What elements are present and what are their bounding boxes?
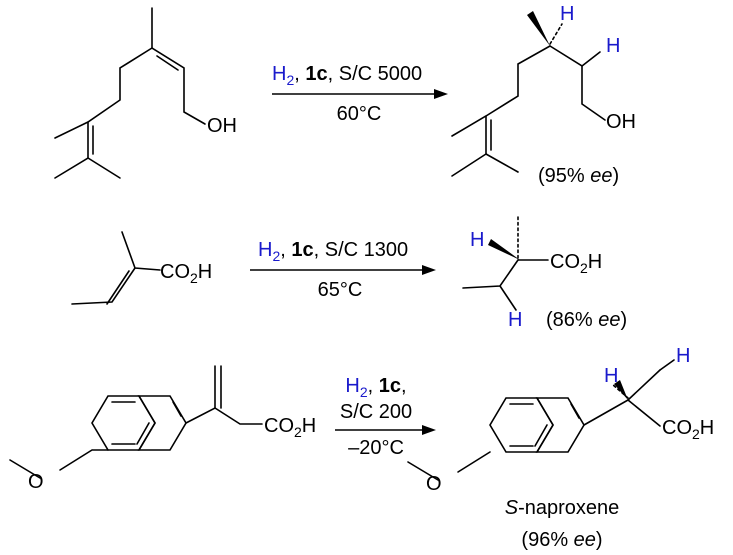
hydrogen-added-label: H [676,345,690,367]
reaction-3-substrate: O CO2H [9,365,316,493]
reaction-1-product: H H OH (95% ee) [451,3,636,187]
reaction-1-temperature: 60°C [337,103,382,125]
methoxy-oxygen-label: O [426,473,442,495]
hydrogen-added-label: H [606,35,620,57]
carboxylic-acid-label: CO2H [264,415,316,440]
reaction-2-substrate: CO2H [71,231,212,305]
reaction-1-reagents: H2, 1c, S/C 5000 [272,63,422,88]
hydroxyl-label: OH [606,111,636,133]
hydrogen-label: H [258,239,272,261]
reaction-3-temperature: –20°C [348,437,404,459]
carboxylic-acid-label: CO2H [550,251,602,276]
hydrogen-subscript: 2 [286,72,294,88]
reaction-3-arrow: H2, 1c, S/C 200 –20°C [335,375,436,459]
ee-value: (86% ee) [546,309,627,331]
hydroxyl-label: OH [207,115,237,137]
catalyst-label: 1c [379,375,401,397]
catalyst-label: 1c [291,239,313,261]
catalyst-ratio: S/C 200 [340,401,412,423]
reaction-1-substrate: OH [54,7,237,179]
ee-value: (95% ee) [538,165,619,187]
reaction-2-reagents: H2, 1c, S/C 1300 [258,239,408,264]
carboxylic-acid-label: CO2H [662,417,714,442]
hydrogen-stereo-label: H [560,3,574,25]
catalyst-label: 1c [305,63,327,85]
hydrogen-stereo-label: H [470,229,484,251]
catalyst-ratio: S/C 1300 [325,239,408,261]
reaction-3-product: O H H CO2H S-naproxene (96% ee) [407,345,714,551]
hydrogen-label: H [345,375,359,397]
hydrogen-subscript: 2 [360,384,368,400]
hydrogen-added-label: H [508,309,522,331]
carboxylic-acid-label: CO2H [160,261,212,286]
ee-value: (96% ee) [521,529,602,551]
reaction-3-reagents: H2, 1c, [345,375,406,400]
methoxy-oxygen-label: O [28,471,44,493]
reaction-2-product: H H CO2H (86% ee) [462,215,627,331]
hydrogen-subscript: 2 [272,248,280,264]
hydrogen-stereo-label: H [604,365,618,387]
catalyst-ratio: S/C 5000 [339,63,422,85]
product-name: S-naproxene [505,497,620,519]
reaction-2-arrow: H2, 1c, S/C 1300 65°C [250,239,436,301]
reaction-1-arrow: H2, 1c, S/C 5000 60°C [272,63,448,125]
reaction-2-temperature: 65°C [318,279,363,301]
hydrogen-label: H [272,63,286,85]
